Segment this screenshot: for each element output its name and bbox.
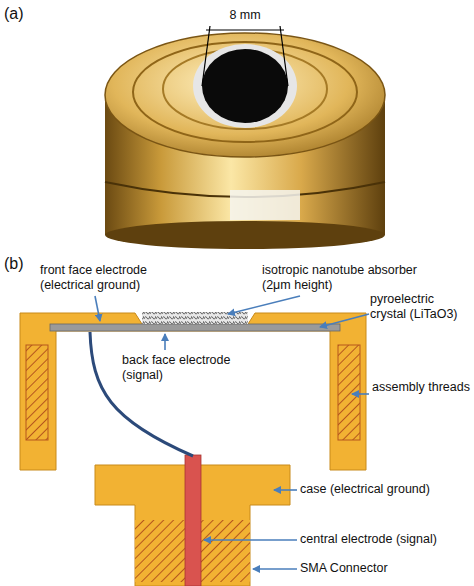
callout-label: assembly threads [372, 380, 470, 395]
leader-line [352, 393, 369, 395]
dimension-label: 8 mm [215, 8, 275, 23]
leader-line [228, 296, 300, 314]
callout-label: central electrode (signal) [300, 532, 470, 547]
callout-label: case (electrical ground) [300, 482, 465, 497]
callout-label: SMA Connector [300, 561, 450, 576]
leader-lines [95, 296, 369, 569]
aperture [202, 49, 288, 123]
signal-wire [90, 332, 193, 456]
window-rim [193, 44, 297, 128]
ring [163, 49, 327, 129]
leader-line [164, 334, 166, 350]
callout-label: pyroelectric crystal (LiTaO3) [370, 292, 470, 322]
dimension-lines [202, 26, 288, 86]
nanotube-absorber [142, 312, 248, 324]
panel-letter: (b) [4, 254, 44, 273]
callout-label: front face electrode (electrical ground) [40, 263, 175, 293]
central-electrode [185, 455, 201, 586]
cylinder-base [105, 221, 385, 249]
top-face [105, 33, 385, 157]
detector-photo [105, 26, 385, 249]
leader-line [253, 568, 297, 570]
pyroelectric-crystal [50, 324, 340, 331]
callout-label: back face electrode (signal) [122, 353, 242, 383]
thread-right [338, 345, 360, 440]
callout-label: isotropic nanotube absorber (2μm height) [262, 263, 447, 293]
panel-letter: (a) [4, 4, 44, 23]
case-cap [20, 313, 366, 470]
thread-left [26, 345, 48, 440]
ring [133, 42, 357, 142]
sticker [230, 190, 300, 220]
leader-line [274, 489, 297, 491]
leader-line [204, 539, 297, 541]
leader-line [320, 314, 369, 327]
leader-line [95, 296, 100, 321]
